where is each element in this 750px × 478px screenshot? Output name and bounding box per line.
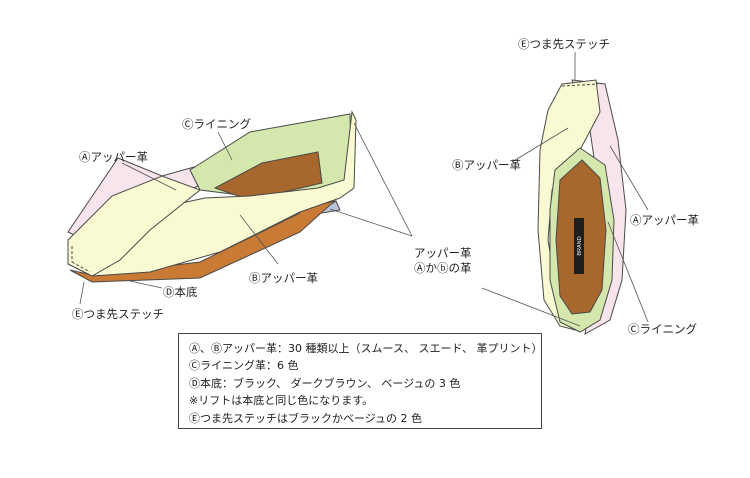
right-shoe: BRAND: [537, 79, 627, 335]
label-right-upper-a: Ⓐアッパー革: [630, 213, 699, 227]
left-shoe: [67, 110, 357, 283]
insole-brand-text: BRAND: [577, 236, 583, 255]
right-toe-stitch: [561, 83, 599, 87]
label-center-upper-1: アッパー革: [414, 246, 472, 260]
label-center-upper-2: Ⓐかⓑの革: [414, 261, 472, 275]
legend-line-sole: Ⓓ本底：ブラック、 ダークブラウン、 ベージュの 3 色: [189, 376, 461, 390]
label-left-lining: Ⓒライニング: [182, 117, 251, 131]
label-right-toe-stitch: Ⓔつま先ステッチ: [518, 37, 610, 51]
left-toe-stitch: [71, 246, 91, 273]
label-right-upper-b: Ⓑアッパー革: [452, 158, 521, 172]
label-left-toe-stitch: Ⓔつま先ステッチ: [72, 307, 164, 321]
label-right-lining: Ⓒライニング: [628, 322, 697, 336]
legend-box: Ⓐ、Ⓑアッパー革：30 種類以上（スムース、 スエード、 革プリント） Ⓒライニ…: [178, 333, 543, 429]
label-left-upper-b: Ⓑアッパー革: [249, 271, 318, 285]
legend-line-lining: Ⓒライニング革：6 色: [189, 359, 299, 373]
label-left-upper-a: Ⓐアッパー革: [79, 150, 148, 164]
legend-line-lift-note: ※リフトは本底と同じ色になります。: [189, 394, 374, 408]
legend-line-toe-stitch: Ⓔつま先ステッチはブラックかベージュの 2 色: [189, 411, 423, 425]
label-left-sole: Ⓓ本底: [163, 285, 198, 299]
insole-brand-tag: [574, 218, 584, 274]
legend-line-upper: Ⓐ、Ⓑアッパー革：30 種類以上（スムース、 スエード、 革プリント）: [189, 342, 543, 355]
left-upper-b-front: [67, 175, 202, 277]
leader-lines: [79, 52, 649, 327]
